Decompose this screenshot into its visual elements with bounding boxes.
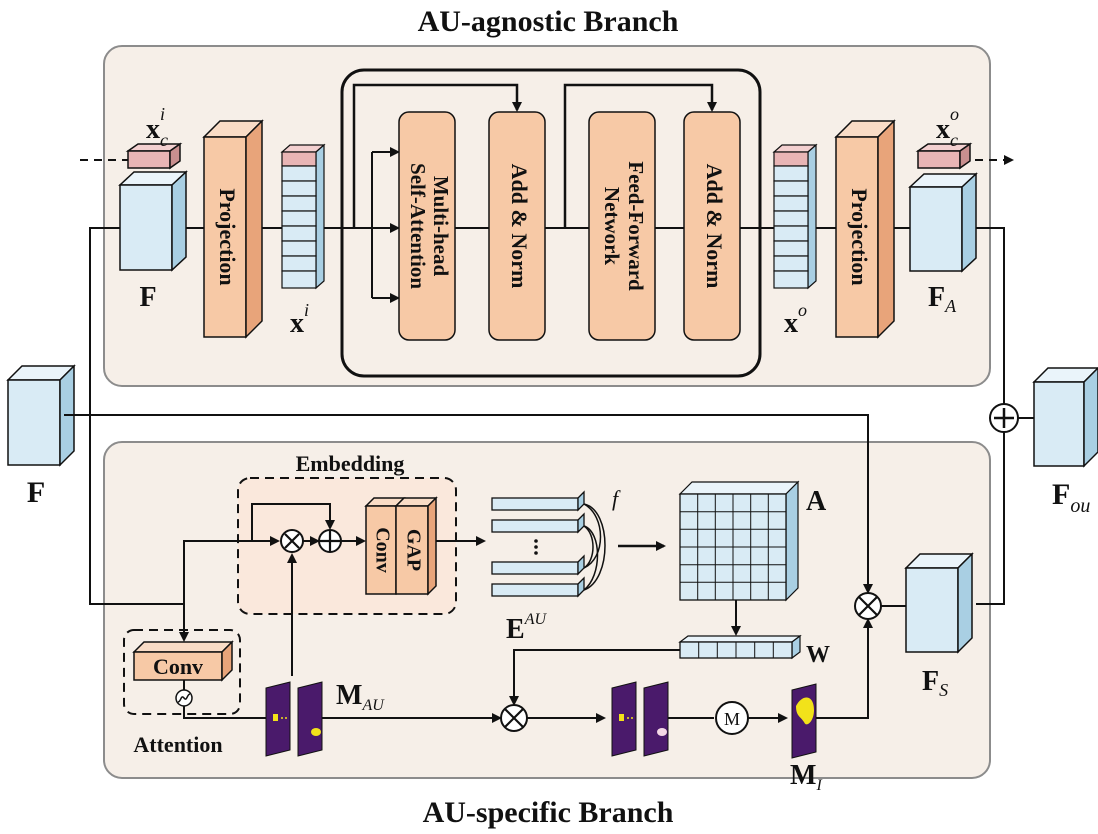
sigmoid-icon <box>175 689 193 707</box>
FA-label: FA <box>928 282 957 316</box>
x-out-label: xo <box>784 300 807 339</box>
W-label: W <box>806 642 830 668</box>
sum-operator-icon <box>989 403 1019 433</box>
residual-1-line <box>352 83 522 228</box>
A-label: A <box>806 486 827 517</box>
class-token-in <box>125 142 183 170</box>
residual-2-line <box>563 83 717 228</box>
feature-cube-FS <box>904 552 974 654</box>
final-multiply-icon <box>854 592 882 620</box>
embed-gap-label: GAP <box>402 529 424 571</box>
mhsa-label-line2: Self-Attention <box>406 163 430 289</box>
embed-conv-label: Conv <box>371 527 393 573</box>
addnorm-1-block <box>488 111 546 341</box>
projection-right-block <box>834 119 896 339</box>
projection-left-label: Projection <box>215 188 240 285</box>
weight-vector-W <box>678 634 802 660</box>
token-column-out <box>772 143 818 290</box>
agnostic-branch-panel <box>103 45 991 387</box>
MI-label: MI <box>790 760 822 794</box>
projection-right-label: Projection <box>847 188 872 285</box>
feature-cube-FA <box>908 172 978 273</box>
projection-left-block <box>202 119 264 339</box>
embed-residual-line <box>251 503 335 541</box>
F-to-embedding-line <box>183 536 280 604</box>
feature-cube-F-input <box>6 364 76 467</box>
F-skip-line <box>64 414 873 594</box>
embed-multiply-icon <box>280 529 304 553</box>
attention-label: Attention <box>133 732 222 757</box>
ffn-label-line1: Feed-Forward <box>624 161 648 291</box>
F-input-label: F <box>27 476 45 509</box>
attention-conv-block <box>132 640 234 682</box>
f-label: f <box>612 486 621 511</box>
FS-label: FS <box>922 666 948 700</box>
EAU-label: EAU <box>506 611 547 645</box>
agnostic-branch-title: AU-agnostic Branch <box>418 5 679 38</box>
addnorm-2-label: Add & Norm <box>702 164 727 289</box>
addnorm-1-label: Add & Norm <box>507 164 532 289</box>
attention-conv-label: Conv <box>153 654 203 679</box>
F-out-label: Fou <box>1052 478 1090 517</box>
F-agnostic-label: F <box>139 282 156 313</box>
W-to-multiply-line <box>509 649 680 706</box>
mean-operator-icon: M <box>715 701 749 735</box>
embed-add-icon <box>318 529 342 553</box>
ffn-block <box>588 111 656 341</box>
map-weight-multiply-icon <box>500 704 528 732</box>
mhsa-block <box>398 111 456 341</box>
transformer-block <box>340 68 762 378</box>
MI-to-final-multiply-line <box>816 618 873 719</box>
MAU-label: MAU <box>336 680 385 714</box>
embedding-label: Embedding <box>296 451 405 476</box>
EAU-embeddings <box>491 490 606 598</box>
instance-map-MI <box>791 683 817 759</box>
attention-group <box>123 629 241 715</box>
sigmoid-to-maps-line <box>183 706 266 719</box>
svg-text:M: M <box>724 709 740 729</box>
mhsa-label-line1: Multi-head <box>429 176 453 277</box>
feature-cube-F-out <box>1032 366 1098 468</box>
addnorm-2-block <box>683 111 741 341</box>
class-token-out <box>915 142 973 170</box>
weighted-attention-maps <box>611 681 669 757</box>
specific-branch-title: AU-specific Branch <box>423 796 674 829</box>
adjacency-matrix-A <box>678 480 800 602</box>
feature-cube-F-agnostic <box>118 170 188 272</box>
ffn-label-line2: Network <box>600 187 624 265</box>
xc-in-label: xci <box>146 104 168 150</box>
xc-out-label: xco <box>936 104 959 150</box>
x-in-label: xi <box>290 300 309 339</box>
token-column-in <box>280 143 326 290</box>
FA-to-sum-line <box>976 227 1005 404</box>
FS-to-sum-line <box>976 432 1005 605</box>
attention-maps-MAU <box>265 681 323 757</box>
embed-gap-block <box>394 496 438 596</box>
